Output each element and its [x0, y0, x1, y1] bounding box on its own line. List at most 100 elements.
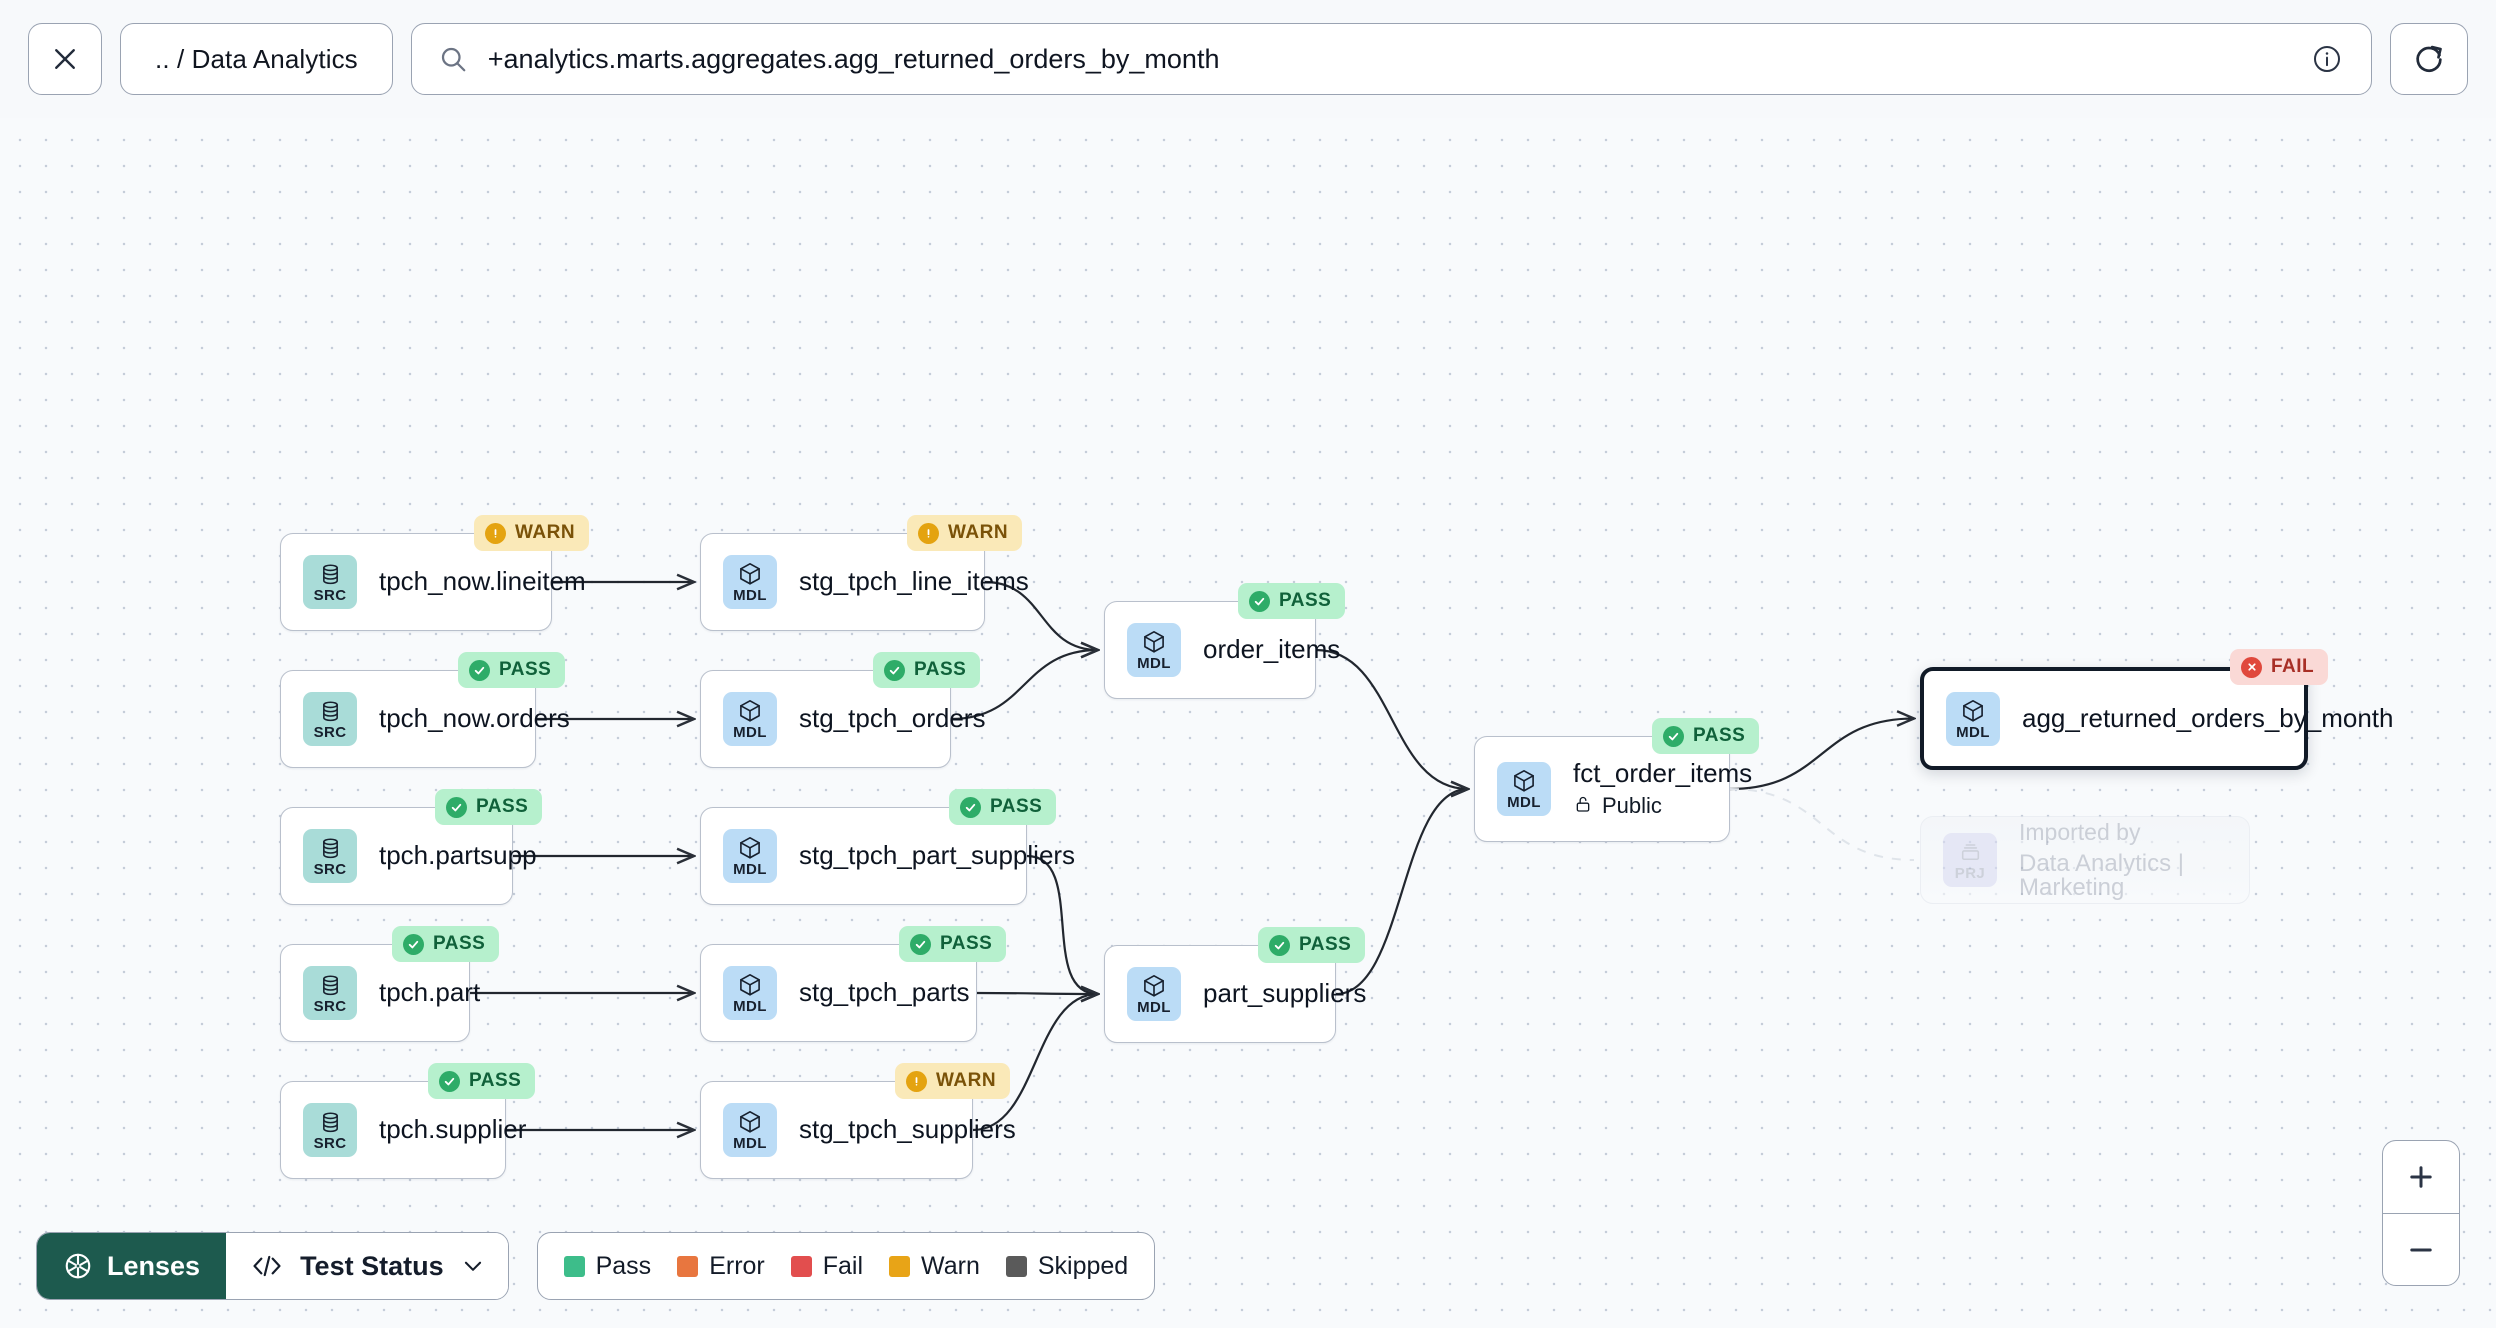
lineage-edge — [1729, 719, 1914, 791]
status-dot-icon — [2241, 656, 2262, 678]
node-body: stg_tpch_line_items — [799, 566, 1029, 597]
status-badge[interactable]: PASS — [1238, 583, 1346, 619]
node-kind-label: MDL — [733, 861, 767, 878]
status-dot-icon — [1249, 590, 1270, 612]
mdl-type-icon: MDL — [1497, 762, 1551, 816]
node-body: tpch.partsupp — [379, 842, 537, 870]
prj-type-icon: PRJ — [1943, 833, 1997, 887]
test-status-dropdown[interactable]: Test Status — [226, 1233, 508, 1299]
breadcrumb[interactable]: .. / Data Analytics — [120, 23, 393, 95]
status-dot-icon — [1269, 934, 1290, 956]
node-title: stg_tpch_line_items — [799, 566, 1029, 597]
node-visibility: Public — [1573, 794, 1729, 818]
node-title: tpch_now.orders — [379, 703, 570, 734]
top-toolbar: .. / Data Analytics +analytics.marts.agg… — [0, 0, 2496, 118]
status-label: WARN — [948, 522, 1009, 543]
search-input[interactable]: +analytics.marts.aggregates.agg_returned… — [410, 23, 2372, 95]
close-button[interactable] — [28, 23, 102, 95]
status-badge[interactable]: PASS — [392, 926, 500, 962]
status-dot-icon — [446, 796, 467, 818]
lenses-label: Lenses — [107, 1250, 201, 1281]
status-legend: Pass Error Fail Warn Skipped — [536, 1232, 1156, 1300]
node-body: tpch_now.orders — [379, 703, 570, 734]
status-dot-icon — [485, 522, 506, 544]
legend-label: Skipped — [1037, 1251, 1129, 1280]
lineage-edge — [1026, 854, 1098, 994]
lineage-edge — [976, 993, 1098, 994]
node-title: tpch.part — [379, 977, 481, 1008]
legend-item[interactable]: Fail — [790, 1251, 864, 1281]
node-kind-label: MDL — [733, 1135, 767, 1152]
refresh-button[interactable] — [2390, 23, 2468, 95]
node-kind-label: MDL — [733, 998, 767, 1015]
node-body: fct_order_items Public — [1573, 759, 1752, 818]
lineage-edge — [950, 650, 1098, 721]
status-badge[interactable]: PASS — [458, 652, 566, 688]
legend-item[interactable]: Error — [677, 1252, 765, 1281]
node-body: stg_tpch_orders — [799, 705, 985, 733]
status-badge[interactable]: PASS — [1652, 718, 1760, 754]
lens-control-group: Lenses Test Status — [36, 1232, 509, 1300]
legend-swatch — [563, 1255, 585, 1277]
legend-swatch — [889, 1255, 911, 1277]
status-badge[interactable]: FAIL — [2230, 649, 2329, 685]
node-kind-label: MDL — [1507, 794, 1541, 811]
search-icon — [438, 44, 468, 74]
close-icon — [50, 44, 80, 74]
imported-by-ghost-node[interactable]: PRJ Imported by Data Analytics | Marketi… — [1920, 816, 2250, 904]
lineage-edge — [1335, 789, 1468, 996]
node-body: stg_tpch_part_suppliers — [799, 842, 1075, 870]
legend-label: Fail — [822, 1251, 864, 1280]
mdl-type-icon: MDL — [723, 966, 777, 1020]
lenses-button[interactable]: Lenses — [37, 1233, 227, 1299]
status-label: PASS — [476, 796, 529, 817]
status-badge[interactable]: WARN — [474, 515, 590, 551]
legend-item[interactable]: Warn — [889, 1252, 980, 1281]
status-dot-icon — [910, 933, 931, 955]
info-icon[interactable] — [2311, 43, 2343, 75]
node-kind-label: MDL — [733, 724, 767, 741]
status-badge[interactable]: PASS — [873, 652, 981, 688]
status-label: PASS — [499, 659, 552, 680]
search-value: +analytics.marts.aggregates.agg_returned… — [487, 43, 1220, 74]
edge-layer — [470, 118, 2496, 1328]
imported-by-label: Imported by — [2019, 819, 2141, 846]
node-visibility-label: Public — [1602, 793, 1662, 819]
node-kind-label: SRC — [313, 723, 347, 741]
status-label: FAIL — [2271, 656, 2315, 677]
status-badge[interactable]: WARN — [895, 1063, 1011, 1099]
node-body: order_items — [1203, 636, 1340, 664]
status-badge[interactable]: PASS — [435, 789, 543, 825]
status-badge[interactable]: PASS — [949, 789, 1057, 825]
status-label: PASS — [990, 796, 1043, 817]
node-kind-label: SRC — [313, 586, 347, 604]
legend-item[interactable]: Skipped — [1005, 1251, 1129, 1281]
status-badge[interactable]: PASS — [1258, 927, 1366, 963]
legend-label: Error — [709, 1251, 765, 1280]
status-dot-icon — [439, 1070, 460, 1092]
mdl-type-icon: MDL — [723, 1103, 777, 1157]
ghost-node-body: Imported by Data Analytics | Marketing — [2019, 820, 2249, 899]
lineage-edge — [1315, 648, 1468, 789]
status-badge[interactable]: PASS — [428, 1063, 536, 1099]
status-label: PASS — [1299, 934, 1352, 955]
mdl-type-icon: MDL — [723, 829, 777, 883]
lineage-edge-dashed — [1729, 788, 1915, 861]
lineage-edge — [972, 994, 1098, 1132]
status-badge[interactable]: WARN — [907, 515, 1023, 551]
zoom-out-button[interactable] — [2383, 1213, 2459, 1285]
zoom-controls — [2382, 1140, 2460, 1286]
refresh-icon — [2412, 42, 2446, 76]
zoom-in-button[interactable] — [2383, 1141, 2459, 1213]
status-label: PASS — [940, 933, 993, 954]
legend-item[interactable]: Pass — [563, 1252, 651, 1281]
node-body: stg_tpch_parts — [799, 979, 970, 1007]
node-kind-label: SRC — [313, 1134, 347, 1152]
status-dot-icon — [1663, 725, 1684, 747]
status-badge[interactable]: PASS — [899, 926, 1007, 962]
